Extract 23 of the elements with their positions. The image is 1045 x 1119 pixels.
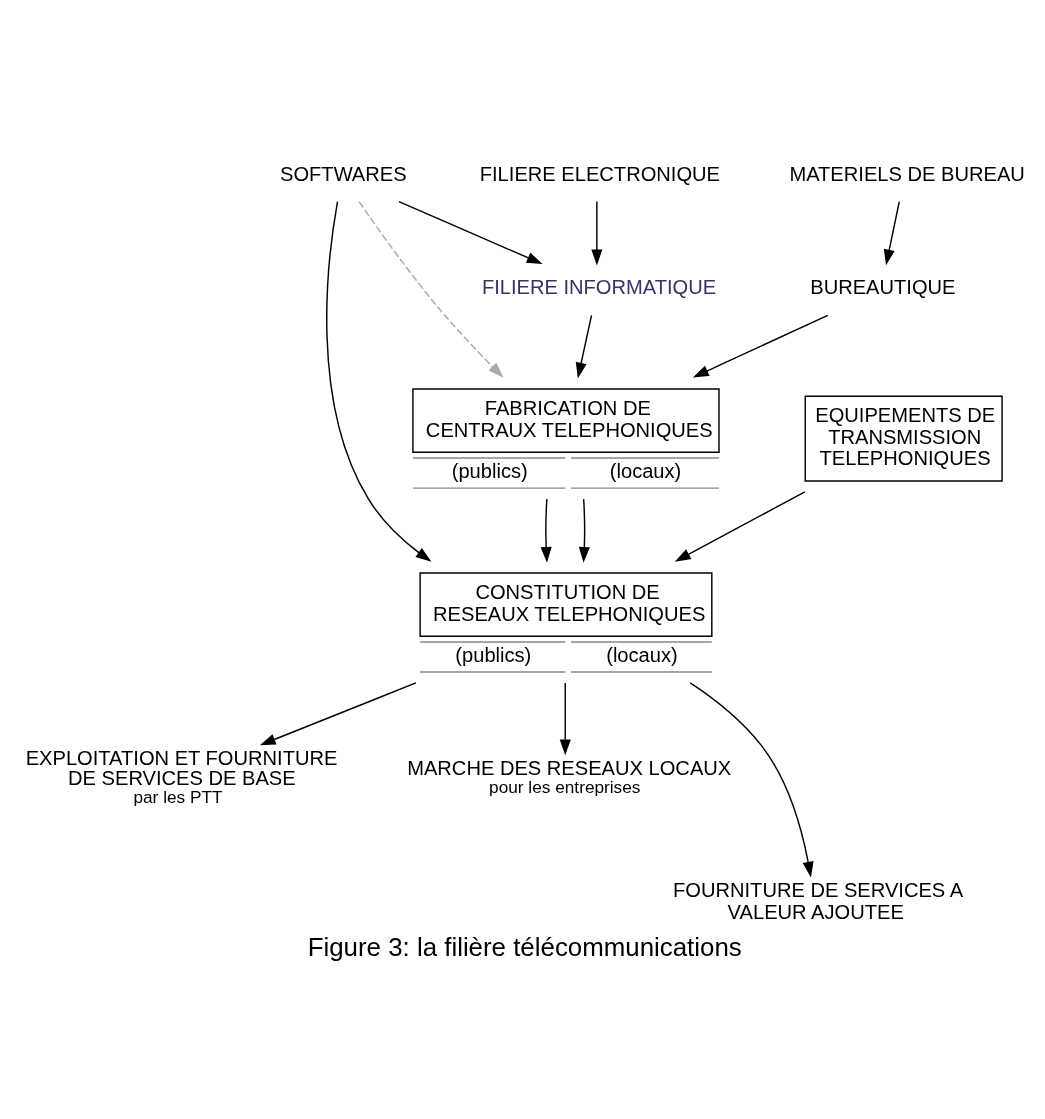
arrow bbox=[259, 681, 417, 745]
arrow bbox=[559, 681, 571, 755]
node-text: MATERIELS DE BUREAU bbox=[789, 162, 1025, 185]
arrow bbox=[358, 200, 504, 378]
node-text: EXPLOITATION ET FOURNITURE DE SERVICES DE BASE par les PTT bbox=[25, 746, 338, 807]
arrow bbox=[540, 497, 552, 563]
node-text: BUREAUTIQUE bbox=[810, 275, 956, 298]
arrow bbox=[575, 314, 593, 378]
arrow bbox=[692, 314, 829, 377]
arrow bbox=[398, 200, 543, 264]
node-box: EQUIPEMENTS DE TRANSMISSION TELEPHONIQUES bbox=[804, 394, 1003, 482]
node-text: FILIERE ELECTRONIQUE bbox=[479, 162, 720, 185]
arrow bbox=[591, 200, 603, 265]
arrow bbox=[578, 497, 590, 563]
node-text: FOURNITURE DE SERVICES A VALEUR AJOUTEE bbox=[673, 878, 964, 923]
arrow bbox=[689, 681, 814, 878]
arrow bbox=[883, 200, 900, 265]
node-text: MARCHE DES RESEAUX LOCAUX pour les entreprises bbox=[407, 756, 732, 797]
arrow bbox=[674, 490, 806, 562]
node-text: FILIERE INFORMATIQUE bbox=[481, 275, 717, 298]
arrow bbox=[326, 200, 432, 562]
caption: Figure 3: la filière télécommunications bbox=[307, 932, 742, 961]
node-text: SOFTWARES bbox=[280, 162, 407, 185]
